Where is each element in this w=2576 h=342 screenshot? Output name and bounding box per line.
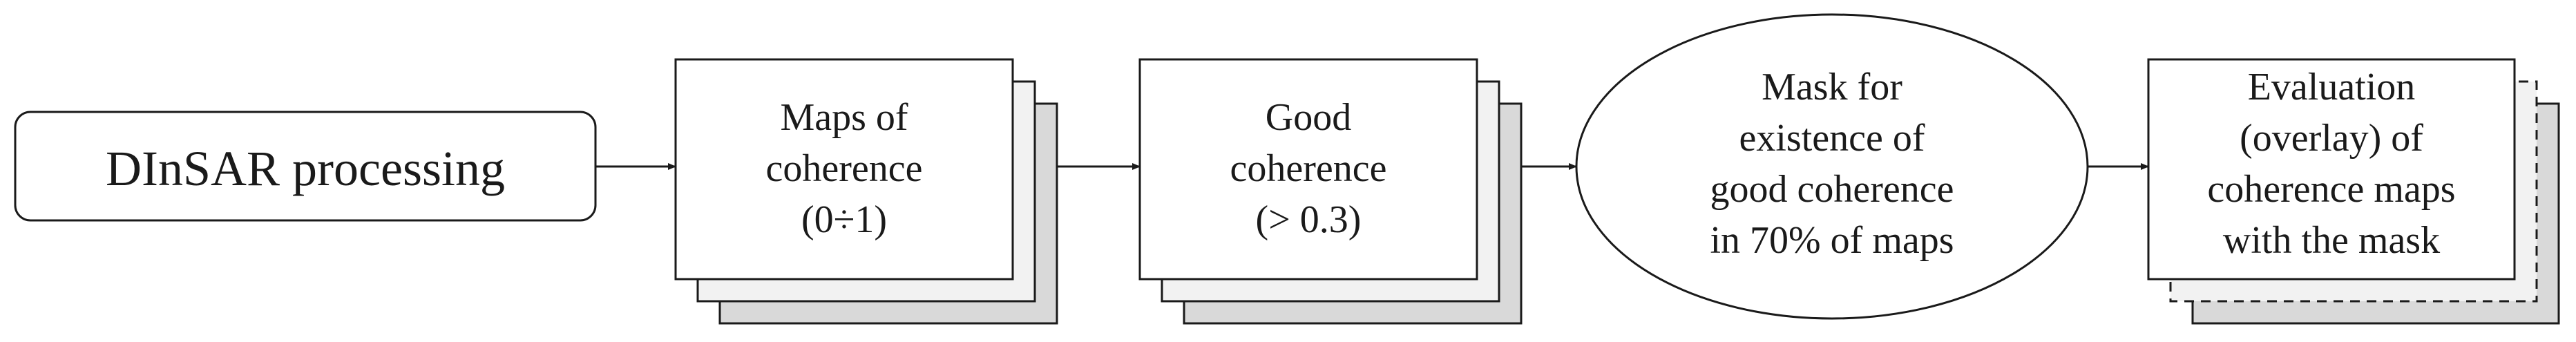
mask-ellipse	[1575, 13, 2089, 320]
node-good-coherence: Good coherence (> 0.3)	[1138, 58, 1523, 325]
node-coherence-maps: Maps of coherence (0÷1)	[674, 58, 1058, 325]
dinsar-label: DInSAR processing	[106, 141, 505, 196]
node-dinsar-processing: DInSAR processing	[14, 111, 597, 222]
mask-label-line-4: in 70% of maps	[1710, 219, 1954, 262]
node-mask: Mask for existence of good coherence in …	[1575, 13, 2089, 320]
coherence-maps-label-line-2: coherence	[766, 147, 923, 190]
evaluation-label-line-4: with the mask	[2223, 219, 2440, 262]
coherence-maps-label-line-1: Maps of	[780, 96, 908, 139]
evaluation-label-line-1: Evaluation	[2248, 66, 2416, 108]
mask-label-line-2: existence of	[1739, 117, 1925, 160]
mask-label-line-3: good coherence	[1710, 168, 1954, 211]
mask-label-line-1: Mask for	[1762, 66, 1902, 108]
good-coherence-label-line-1: Good	[1266, 96, 1351, 139]
evaluation-box	[2147, 58, 2516, 281]
evaluation-label-line-3: coherence maps	[2207, 168, 2455, 211]
coherence-maps-label-line-3: (0÷1)	[801, 198, 887, 241]
coherence-maps-box	[674, 58, 1014, 281]
node-evaluation: Evaluation (overlay) of coherence maps w…	[2147, 58, 2560, 325]
good-coherence-label-line-3: (> 0.3)	[1256, 198, 1362, 241]
evaluation-label-line-2: (overlay) of	[2240, 117, 2423, 160]
good-coherence-label-line-2: coherence	[1230, 147, 1387, 190]
good-coherence-box	[1138, 58, 1478, 281]
